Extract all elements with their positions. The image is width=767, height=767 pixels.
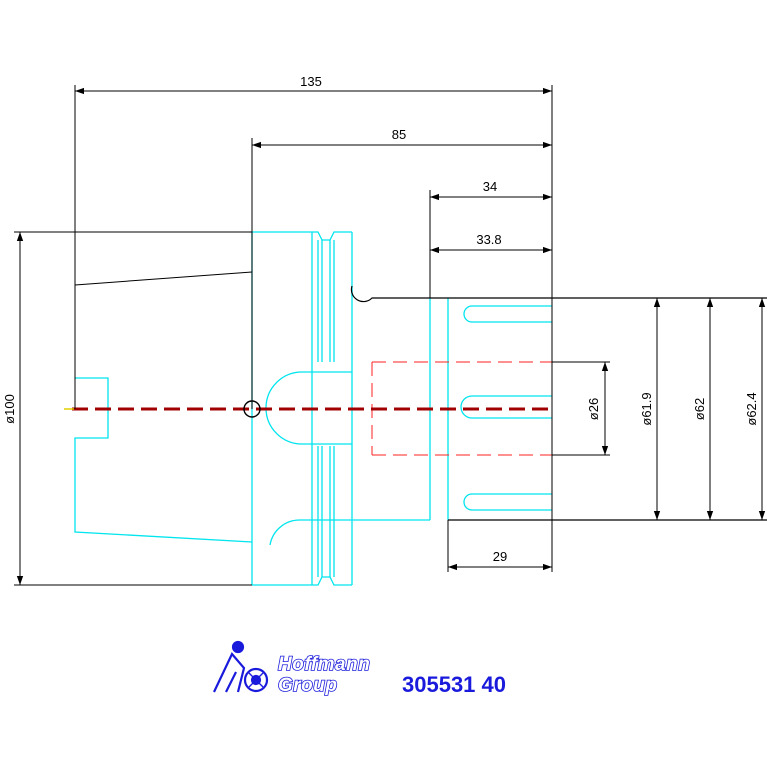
brand-line-2: Group [278, 675, 338, 696]
brand-line-1: Hoffmann [278, 654, 370, 675]
dim-33-8: 33.8 [476, 232, 501, 247]
part-outline [74, 231, 552, 586]
part-number: 305531 40 [402, 672, 506, 697]
dim-dia61-9: ø61.9 [639, 392, 654, 425]
dim-dia62: ø62 [692, 398, 707, 420]
hoffmann-logo: Hoffmann Group [213, 640, 371, 697]
dim-135: 135 [300, 74, 322, 89]
dim-dia100: ø100 [2, 394, 17, 424]
dimension-arrows [16, 87, 766, 585]
part-edges [350, 285, 767, 521]
dim-34: 34 [483, 179, 497, 194]
dim-29: 29 [493, 549, 507, 564]
dim-85: 85 [392, 127, 406, 142]
logo-emblem-icon [213, 640, 269, 693]
dim-dia62-4: ø62.4 [744, 392, 759, 425]
dimension-lines [14, 85, 610, 586]
dim-dia26: ø26 [586, 398, 601, 420]
